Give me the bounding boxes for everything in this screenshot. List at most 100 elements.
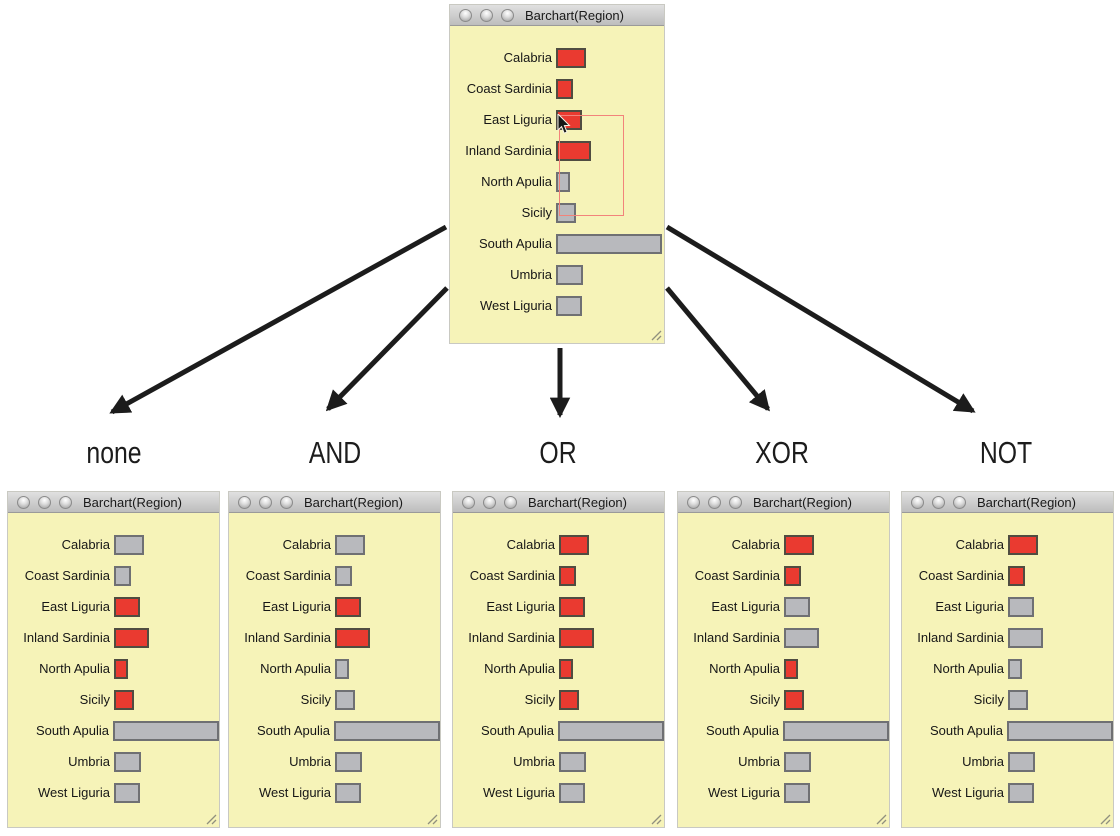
bar-east-liguria[interactable] — [114, 596, 140, 617]
bar-west-liguria[interactable] — [114, 782, 140, 803]
bar-west-liguria[interactable] — [556, 295, 582, 316]
bar-row: East Liguria — [902, 591, 1113, 622]
resize-handle[interactable] — [874, 812, 887, 825]
bar-inland-sardinia[interactable] — [335, 627, 370, 648]
bar-label-south-apulia: South Apulia — [480, 723, 554, 738]
bar-row: Calabria — [229, 529, 440, 560]
bar-sicily[interactable] — [784, 689, 804, 710]
bar-west-liguria[interactable] — [1008, 782, 1034, 803]
window-titlebar[interactable]: Barchart(Region) — [453, 492, 664, 513]
bar-umbria[interactable] — [556, 264, 583, 285]
bar-coast-sardinia[interactable] — [335, 565, 352, 586]
window-button[interactable] — [729, 495, 742, 509]
bar-north-apulia[interactable] — [784, 658, 798, 679]
window-titlebar[interactable]: Barchart(Region) — [450, 5, 664, 26]
window-button[interactable] — [953, 495, 966, 509]
bar-umbria[interactable] — [335, 751, 362, 772]
bar-east-liguria[interactable] — [335, 596, 361, 617]
bar-coast-sardinia[interactable] — [559, 565, 576, 586]
bar-south-apulia[interactable] — [1007, 720, 1113, 741]
bar-inland-sardinia[interactable] — [784, 627, 819, 648]
bar-north-apulia[interactable] — [335, 658, 349, 679]
window-titlebar[interactable]: Barchart(Region) — [8, 492, 219, 513]
window-button[interactable] — [480, 8, 493, 22]
bar-north-apulia[interactable] — [1008, 658, 1022, 679]
bar-east-liguria[interactable] — [559, 596, 585, 617]
bar-label-inland-sardinia: Inland Sardinia — [23, 630, 110, 645]
window-titlebar[interactable]: Barchart(Region) — [902, 492, 1113, 513]
bar-west-liguria[interactable] — [559, 782, 585, 803]
bar-row: South Apulia — [678, 715, 889, 746]
window-button[interactable] — [17, 495, 30, 509]
window-titlebar[interactable]: Barchart(Region) — [229, 492, 440, 513]
bar-sicily[interactable] — [559, 689, 579, 710]
bar-sicily[interactable] — [1008, 689, 1028, 710]
window-titlebar[interactable]: Barchart(Region) — [678, 492, 889, 513]
bar-sicily[interactable] — [556, 202, 576, 223]
bar-calabria[interactable] — [556, 47, 586, 68]
bar-north-apulia[interactable] — [559, 658, 573, 679]
bar-east-liguria[interactable] — [784, 596, 810, 617]
bar-south-apulia[interactable] — [334, 720, 440, 741]
bar-label-sicily: Sicily — [521, 205, 552, 220]
bar-east-liguria[interactable] — [1008, 596, 1034, 617]
bar-south-apulia[interactable] — [558, 720, 664, 741]
window-button[interactable] — [483, 495, 496, 509]
bar-coast-sardinia[interactable] — [556, 78, 573, 99]
bar-inland-sardinia[interactable] — [114, 627, 149, 648]
resize-handle[interactable] — [1098, 812, 1111, 825]
bar-west-liguria[interactable] — [784, 782, 810, 803]
window-button[interactable] — [59, 495, 72, 509]
bar-calabria[interactable] — [335, 534, 365, 555]
bar-row: West Liguria — [678, 777, 889, 808]
bar-west-liguria[interactable] — [335, 782, 361, 803]
bar-inland-sardinia[interactable] — [559, 627, 594, 648]
window-title: Barchart(Region) — [528, 494, 627, 510]
window-button[interactable] — [38, 495, 51, 509]
window-button[interactable] — [501, 8, 514, 22]
window-button[interactable] — [911, 495, 924, 509]
bar-umbria[interactable] — [784, 751, 811, 772]
bar-sicily[interactable] — [114, 689, 134, 710]
window-button[interactable] — [459, 8, 472, 22]
bar-label-east-liguria: East Liguria — [483, 112, 552, 127]
bar-row: West Liguria — [902, 777, 1113, 808]
bar-row: East Liguria — [453, 591, 664, 622]
bar-inland-sardinia[interactable] — [1008, 627, 1043, 648]
window-button[interactable] — [932, 495, 945, 509]
bar-inland-sardinia[interactable] — [556, 140, 591, 161]
bar-calabria[interactable] — [114, 534, 144, 555]
bar-calabria[interactable] — [559, 534, 589, 555]
resize-handle[interactable] — [649, 812, 662, 825]
window-button[interactable] — [280, 495, 293, 509]
resize-handle[interactable] — [425, 812, 438, 825]
bar-calabria[interactable] — [1008, 534, 1038, 555]
bar-calabria[interactable] — [784, 534, 814, 555]
bar-umbria[interactable] — [1008, 751, 1035, 772]
window-button[interactable] — [504, 495, 517, 509]
bar-coast-sardinia[interactable] — [784, 565, 801, 586]
bar-row: Sicily — [902, 684, 1113, 715]
window-button[interactable] — [708, 495, 721, 509]
bar-north-apulia[interactable] — [114, 658, 128, 679]
bar-south-apulia[interactable] — [783, 720, 889, 741]
resize-handle[interactable] — [204, 812, 217, 825]
window-button[interactable] — [462, 495, 475, 509]
bar-coast-sardinia[interactable] — [114, 565, 131, 586]
bar-row: South Apulia — [229, 715, 440, 746]
bar-south-apulia[interactable] — [556, 233, 662, 254]
bar-row: Coast Sardinia — [450, 73, 664, 104]
arrow-and — [325, 286, 449, 412]
bar-south-apulia[interactable] — [113, 720, 219, 741]
bar-sicily[interactable] — [335, 689, 355, 710]
window-button[interactable] — [238, 495, 251, 509]
bar-coast-sardinia[interactable] — [1008, 565, 1025, 586]
window-button[interactable] — [259, 495, 272, 509]
bar-umbria[interactable] — [559, 751, 586, 772]
window-button[interactable] — [687, 495, 700, 509]
bar-umbria[interactable] — [114, 751, 141, 772]
resize-handle[interactable] — [649, 328, 662, 341]
